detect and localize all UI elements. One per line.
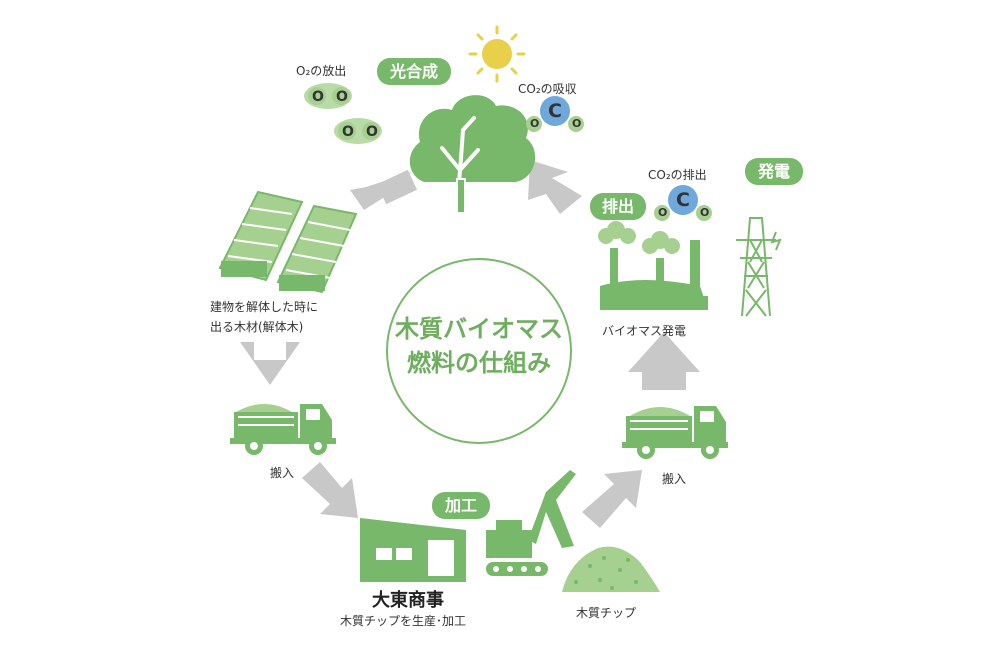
o2-letter: O — [336, 89, 348, 105]
wood-chip-pile-icon — [562, 546, 660, 592]
company-name: 大東商事 — [372, 590, 444, 611]
demolition-wood-icon — [218, 190, 358, 294]
dump-truck-icon — [230, 404, 336, 455]
oxygen-letter: O — [530, 117, 540, 130]
o2-letter: O — [312, 89, 324, 105]
transport-label: 搬入 — [270, 466, 295, 480]
biomass-power-label: バイオマス発電 — [602, 324, 687, 338]
o2-molecule-icon — [334, 118, 382, 144]
oxygen-letter: O — [700, 206, 710, 219]
wood-chip-label: 木質チップ — [576, 606, 637, 620]
carbon-letter: C — [676, 189, 690, 211]
title-line-1: 木質バイオマス — [395, 315, 563, 343]
arrow-plant-to-tree — [528, 160, 582, 214]
co2-absorb-label: CO₂の吸収 — [518, 82, 577, 96]
o2-letter: O — [342, 124, 354, 140]
company-description: 木質チップを生産･加工 — [340, 614, 467, 628]
badge-power: 発電 — [745, 158, 803, 185]
co2-emit-label: CO₂の排出 — [648, 168, 707, 182]
o2-release-label: O₂の放出 — [296, 64, 347, 78]
demolition-wood-label-1: 建物を解体した時に — [210, 300, 319, 314]
factory-icon — [360, 518, 466, 582]
transport-label: 搬入 — [662, 472, 687, 486]
arrow-excavator-to-truck — [582, 470, 642, 528]
badge-emission: 排出 — [590, 193, 646, 220]
co2-molecule-icon — [654, 185, 712, 221]
badge-processing: 加工 — [432, 492, 490, 519]
demolition-wood-label-2: 出る木材(解体木) — [210, 320, 304, 334]
excavator-icon — [486, 470, 576, 576]
power-plant-icon — [598, 221, 708, 310]
o2-letter: O — [366, 124, 378, 140]
tree-icon — [409, 95, 536, 214]
arrow-wood-to-truck — [240, 342, 300, 385]
co2-molecule-icon — [526, 96, 584, 132]
sun-icon — [468, 25, 526, 83]
arrow-truck-to-plant — [628, 332, 700, 390]
badge-photosynthesis: 光合成 — [377, 58, 451, 85]
title-line-2: 燃料の仕組み — [407, 349, 551, 377]
dump-truck-icon — [622, 406, 728, 459]
oxygen-letter: O — [658, 206, 668, 219]
arrow-truck-to-factory — [302, 462, 358, 518]
oxygen-letter: O — [572, 117, 582, 130]
power-tower-icon — [736, 217, 782, 317]
o2-molecule-icon — [304, 83, 352, 109]
center-title-circle: 木質バイオマス 燃料の仕組み — [386, 258, 572, 444]
carbon-letter: C — [548, 100, 562, 122]
